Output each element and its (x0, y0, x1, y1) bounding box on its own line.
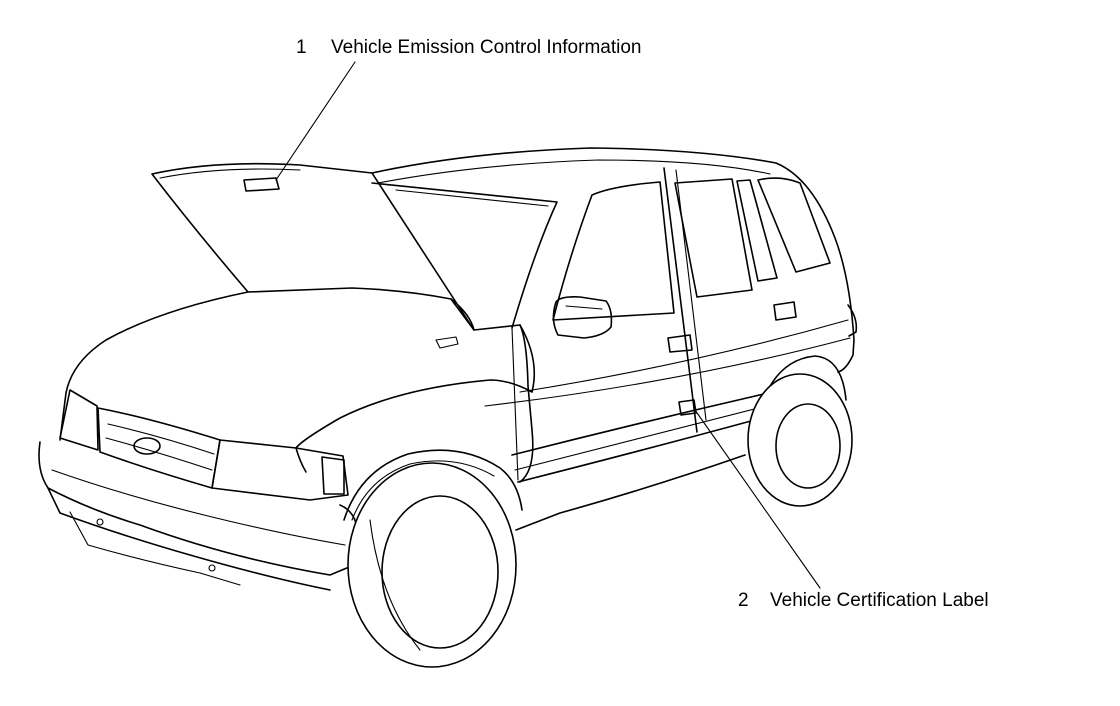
callout-2-number: 2 (738, 590, 749, 611)
certification-label-sticker (678, 399, 697, 416)
front-end (38, 291, 536, 591)
leader-line-2 (694, 409, 821, 589)
emission-label-sticker (243, 177, 280, 192)
callout-1-label: Vehicle Emission Control Information (331, 37, 641, 58)
callout-1-number: 1 (296, 37, 307, 58)
rear-wheel (747, 355, 853, 507)
leader-line-1 (275, 61, 356, 181)
front-wheel (347, 462, 517, 668)
suv-illustration (38, 147, 858, 668)
callout-2-label: Vehicle Certification Label (770, 590, 989, 611)
cabin-and-body (371, 147, 858, 531)
